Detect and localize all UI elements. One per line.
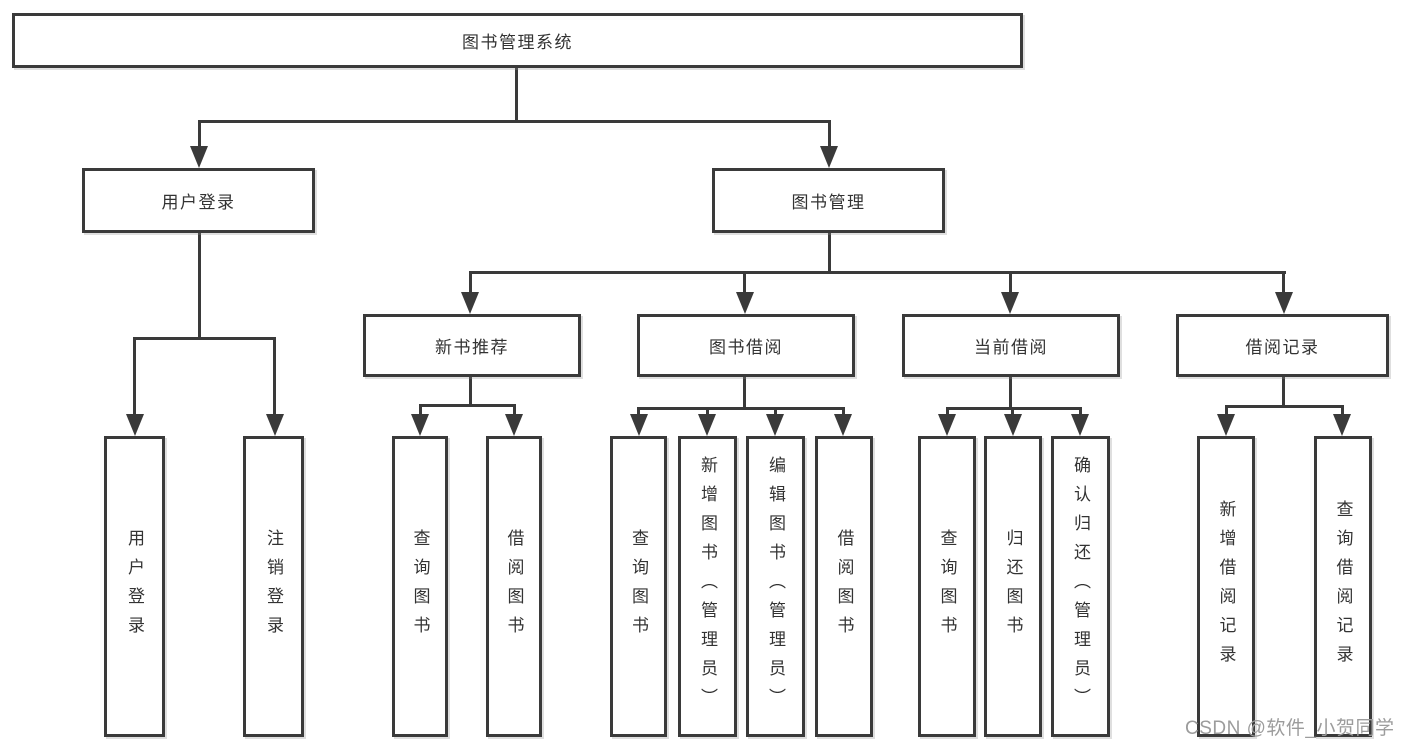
leaf-current-confirm-return-admin-label: 确认归还（管理员） xyxy=(1071,456,1090,717)
node-borrow-records: 借阅记录 xyxy=(1176,314,1389,377)
leaf-newbook-query-books: 查询图书 xyxy=(392,436,448,737)
arrow-down-icon xyxy=(411,414,429,436)
node-book-management: 图书管理 xyxy=(712,168,945,233)
connector-line xyxy=(469,271,472,294)
arrow-down-icon xyxy=(461,292,479,314)
arrow-down-icon xyxy=(820,146,838,168)
connector-line xyxy=(1225,405,1344,408)
leaf-records-add-record-label: 新增借阅记录 xyxy=(1216,499,1236,674)
connector-line xyxy=(828,233,831,273)
connector-line xyxy=(637,407,845,410)
leaf-current-return-books-label: 归还图书 xyxy=(1003,528,1023,645)
connector-line xyxy=(1282,271,1285,294)
arrow-down-icon xyxy=(126,414,144,436)
leaf-records-query-record-label: 查询借阅记录 xyxy=(1333,499,1353,674)
connector-line xyxy=(1079,407,1082,416)
node-user-login-label: 用户登录 xyxy=(161,193,236,212)
connector-line xyxy=(133,337,136,416)
leaf-logout: 注销登录 xyxy=(243,436,304,737)
connector-line xyxy=(419,404,422,416)
arrow-down-icon xyxy=(1217,414,1235,436)
connector-line xyxy=(828,120,831,148)
connector-line xyxy=(743,271,746,294)
node-root-label: 图书管理系统 xyxy=(462,33,573,52)
leaf-user-login: 用户登录 xyxy=(104,436,165,737)
connector-line xyxy=(198,233,201,339)
leaf-logout-label: 注销登录 xyxy=(264,528,283,645)
leaf-borrow-add-books-admin-label: 新增图书（管理员） xyxy=(698,456,717,717)
connector-line xyxy=(133,337,276,340)
arrow-down-icon xyxy=(190,146,208,168)
arrow-down-icon xyxy=(938,414,956,436)
connector-line xyxy=(1341,405,1344,416)
connector-line xyxy=(198,120,831,123)
node-new-book-recommend: 新书推荐 xyxy=(363,314,581,377)
connector-line xyxy=(1011,407,1014,416)
leaf-current-query-books: 查询图书 xyxy=(918,436,976,737)
connector-line xyxy=(1009,271,1012,294)
connector-line xyxy=(706,407,709,416)
leaf-borrow-edit-books-admin-label: 编辑图书（管理员） xyxy=(766,456,785,717)
csdn-watermark: CSDN @软件_小贺同学 xyxy=(1185,718,1395,739)
leaf-current-return-books: 归还图书 xyxy=(984,436,1042,737)
arrow-down-icon xyxy=(736,292,754,314)
node-book-borrow: 图书借阅 xyxy=(637,314,855,377)
arrow-down-icon xyxy=(698,414,716,436)
node-book-borrow-label: 图书借阅 xyxy=(709,338,783,357)
connector-line xyxy=(469,377,472,406)
arrow-down-icon xyxy=(766,414,784,436)
arrow-down-icon xyxy=(834,414,852,436)
connector-line xyxy=(743,377,746,409)
connector-line xyxy=(469,271,1286,274)
leaf-borrow-query-books: 查询图书 xyxy=(610,436,667,737)
connector-line xyxy=(1009,377,1012,409)
arrow-down-icon xyxy=(1001,292,1019,314)
leaf-newbook-borrow-books: 借阅图书 xyxy=(486,436,542,737)
node-book-management-label: 图书管理 xyxy=(791,193,866,212)
connector-line xyxy=(419,404,516,407)
arrow-down-icon xyxy=(630,414,648,436)
leaf-newbook-borrow-books-label: 借阅图书 xyxy=(504,528,524,645)
connector-line xyxy=(946,407,949,416)
connector-line xyxy=(637,407,640,416)
connector-line xyxy=(946,407,1082,410)
leaf-current-query-books-label: 查询图书 xyxy=(937,528,957,645)
arrow-down-icon xyxy=(1333,414,1351,436)
connector-line xyxy=(1282,377,1285,407)
leaf-records-add-record: 新增借阅记录 xyxy=(1197,436,1255,737)
leaf-user-login-label: 用户登录 xyxy=(125,528,144,645)
node-user-login: 用户登录 xyxy=(82,168,315,233)
node-borrow-records-label: 借阅记录 xyxy=(1245,338,1320,357)
arrow-down-icon xyxy=(1275,292,1293,314)
connector-line xyxy=(273,337,276,416)
arrow-down-icon xyxy=(1071,414,1089,436)
leaf-current-confirm-return-admin: 确认归还（管理员） xyxy=(1051,436,1110,737)
leaf-borrow-edit-books-admin: 编辑图书（管理员） xyxy=(746,436,805,737)
connector-line xyxy=(1225,405,1228,416)
arrow-down-icon xyxy=(266,414,284,436)
node-new-book-recommend-label: 新书推荐 xyxy=(435,338,509,357)
connector-line xyxy=(842,407,845,416)
leaf-borrow-borrow-books: 借阅图书 xyxy=(815,436,873,737)
leaf-borrow-add-books-admin: 新增图书（管理员） xyxy=(678,436,737,737)
leaf-borrow-borrow-books-label: 借阅图书 xyxy=(834,528,854,645)
leaf-records-query-record: 查询借阅记录 xyxy=(1314,436,1372,737)
connector-line xyxy=(198,120,201,148)
node-current-borrow-label: 当前借阅 xyxy=(974,338,1048,357)
leaf-borrow-query-books-label: 查询图书 xyxy=(629,528,648,645)
arrow-down-icon xyxy=(505,414,523,436)
connector-line xyxy=(513,404,516,416)
connector-line xyxy=(774,407,777,416)
node-root: 图书管理系统 xyxy=(12,13,1023,68)
connector-line xyxy=(515,68,518,122)
arrow-down-icon xyxy=(1004,414,1022,436)
leaf-newbook-query-books-label: 查询图书 xyxy=(410,528,430,645)
node-current-borrow: 当前借阅 xyxy=(902,314,1120,377)
